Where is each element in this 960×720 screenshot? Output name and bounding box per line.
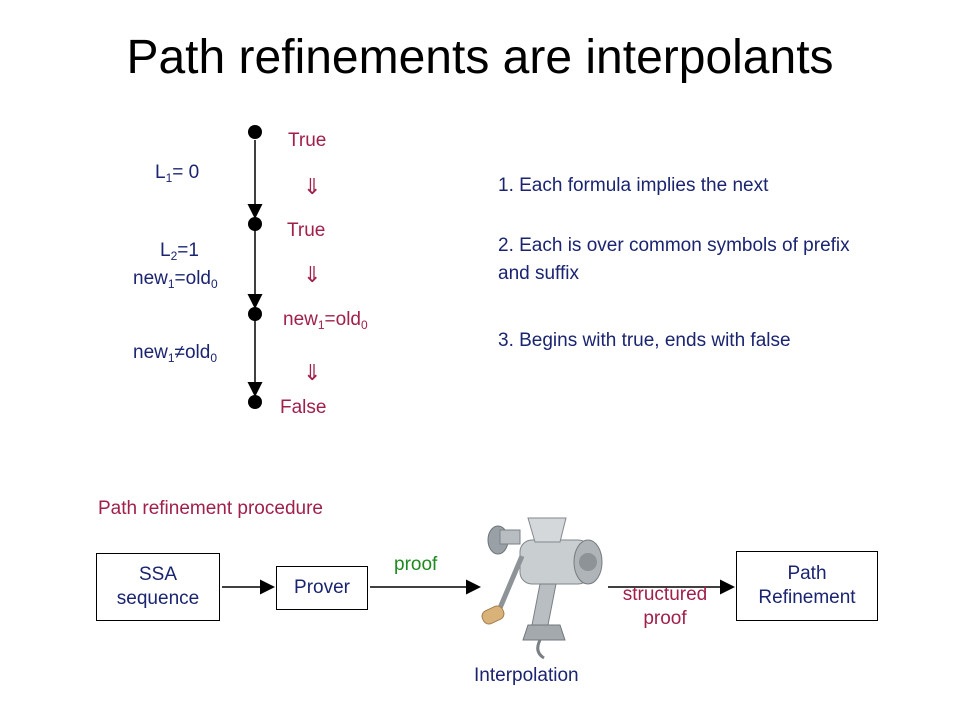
procedure-heading: Path refinement procedure — [98, 498, 323, 519]
path-node-4 — [248, 395, 262, 409]
property-1: 1. Each formula implies the next — [498, 175, 769, 196]
node-formula-4: False — [280, 397, 327, 418]
path-node-1 — [248, 125, 262, 139]
prover-box: Prover — [276, 566, 368, 610]
property-3: 3. Begins with true, ends with false — [498, 330, 791, 351]
edge-label-2a: L2=1 — [160, 240, 199, 263]
edge-label-1: L1= 0 — [155, 162, 200, 185]
path-node-2 — [248, 217, 262, 231]
path-node-3 — [248, 307, 262, 321]
implies-arrow-3: ⇓ — [303, 360, 322, 385]
node-formula-1: True — [288, 130, 327, 151]
structured-proof-label: structured proof — [622, 583, 708, 630]
node-formula-3: new1=old0 — [283, 309, 368, 332]
interpolation-label: Interpolation — [474, 665, 579, 686]
edge-label-2b: new1=old0 — [133, 268, 218, 291]
ssa-sequence-box: SSA sequence — [96, 553, 220, 621]
page-title: Path refinements are interpolants — [126, 31, 834, 84]
implies-arrow-2: ⇓ — [303, 262, 322, 287]
meat-grinder-icon — [481, 517, 603, 660]
property-2: 2. Each is over common symbols of prefix… — [498, 235, 850, 284]
proof-label: proof — [394, 554, 438, 575]
edge-label-3: new1≠old0 — [133, 342, 218, 365]
node-formula-2: True — [287, 220, 326, 241]
implies-arrow-1: ⇓ — [303, 174, 322, 199]
path-refinement-box: Path Refinement — [736, 551, 878, 621]
